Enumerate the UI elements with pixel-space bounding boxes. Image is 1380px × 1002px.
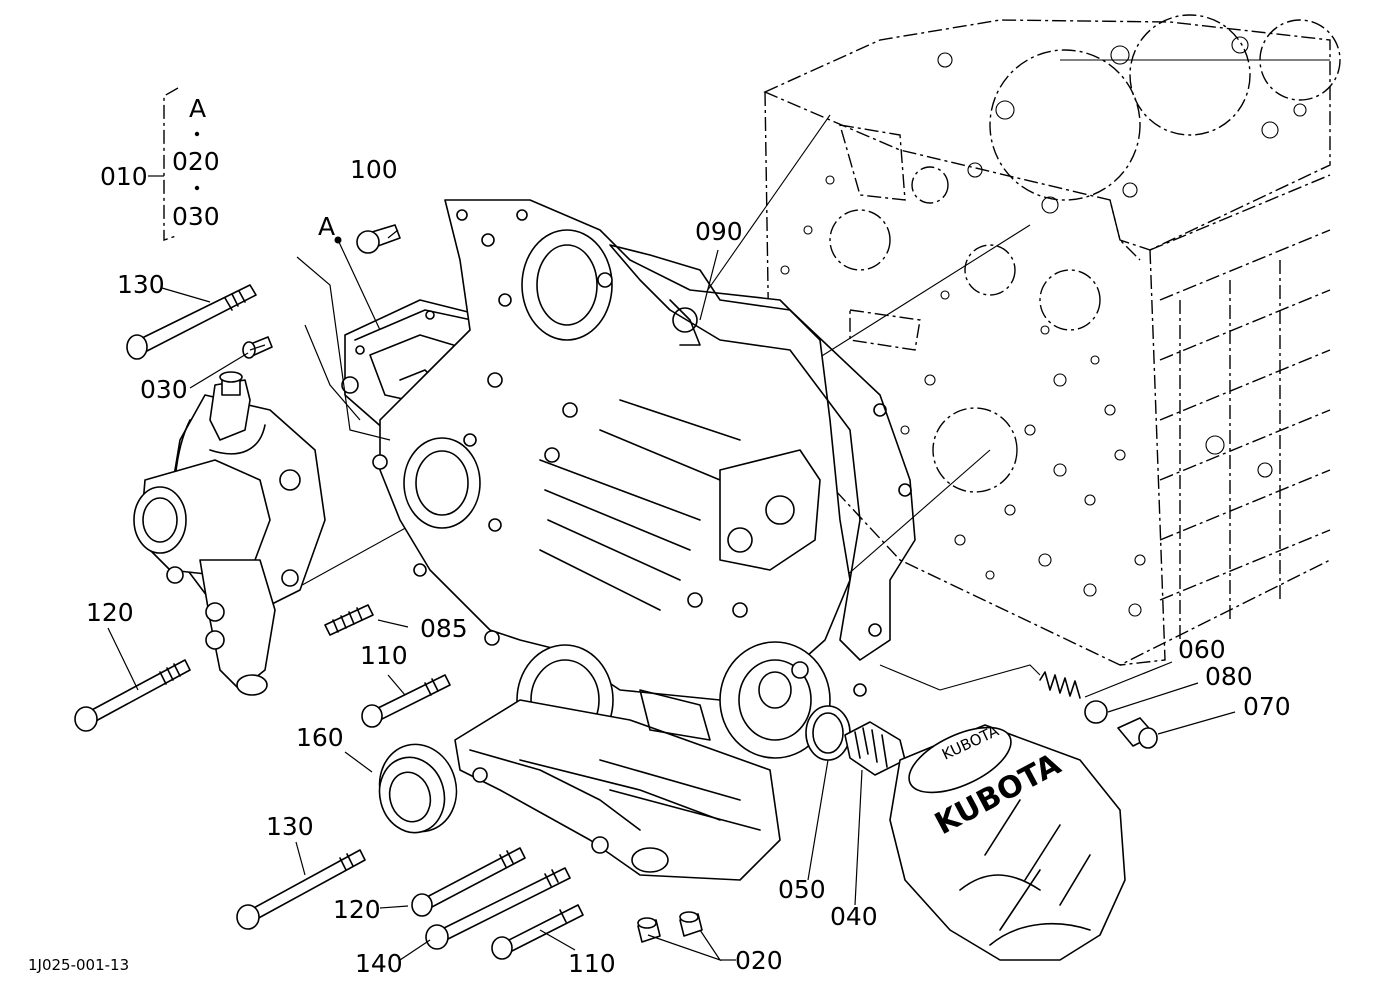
callout-120-left: 120 xyxy=(86,598,134,627)
callout-060: 060 xyxy=(1178,635,1226,664)
spring-060 xyxy=(1039,671,1081,699)
datum-A-dot xyxy=(334,236,342,244)
callout-130-top: 130 xyxy=(117,270,165,299)
bracket-010 xyxy=(148,87,200,241)
callout-085: 085 xyxy=(420,614,468,643)
callout-030-bracket: 030 xyxy=(172,202,220,231)
nipple-040 xyxy=(844,721,906,776)
plug-070 xyxy=(1117,717,1158,749)
callout-leaders xyxy=(107,229,1236,962)
bolt-110-bottom xyxy=(491,904,584,960)
ball-080 xyxy=(1084,700,1108,724)
callout-020: 020 xyxy=(735,946,783,975)
stud-085 xyxy=(324,604,374,636)
callout-labels: 010 A 020 030 100 A 090 130 030 120 085 … xyxy=(28,94,1291,978)
lower-cover xyxy=(454,689,781,881)
callout-160: 160 xyxy=(296,723,344,752)
bolt-130-top xyxy=(126,284,257,360)
gear-case xyxy=(372,199,867,759)
o-ring-050 xyxy=(805,705,851,761)
callout-130-bottom: 130 xyxy=(266,812,314,841)
bolt-120-left xyxy=(74,659,191,732)
callout-120-bottom: 120 xyxy=(333,895,381,924)
bolt-140 xyxy=(425,867,571,950)
callout-070: 070 xyxy=(1243,692,1291,721)
bolt-120-bottom xyxy=(411,847,526,917)
callout-110-mid: 110 xyxy=(360,641,408,670)
callout-020-bracket: 020 xyxy=(172,147,220,176)
bolt-130-bottom xyxy=(236,849,366,930)
callout-110-bottom: 110 xyxy=(568,949,616,978)
bolt-100 xyxy=(356,224,401,254)
callout-090: 090 xyxy=(695,217,743,246)
callout-080: 080 xyxy=(1205,662,1253,691)
relief-valve-parts xyxy=(1039,671,1158,749)
callout-A-bracket: A xyxy=(189,94,206,123)
callout-010: 010 xyxy=(100,162,148,191)
figure-code: 1J025-001-13 xyxy=(28,956,129,974)
callout-030: 030 xyxy=(140,375,188,404)
oil-filter: KUBOTA KUBOTA xyxy=(889,721,1126,961)
callout-040: 040 xyxy=(830,902,878,931)
bolts xyxy=(74,224,703,960)
plugs-020 xyxy=(637,911,703,943)
bolt-110-mid xyxy=(361,674,451,728)
engine-block xyxy=(763,14,1341,666)
water-pump xyxy=(133,371,326,696)
callout-100: 100 xyxy=(350,155,398,184)
callout-050: 050 xyxy=(778,875,826,904)
callout-140: 140 xyxy=(355,949,403,978)
oil-seal-160 xyxy=(378,743,458,834)
gasket-090 xyxy=(609,244,916,661)
callout-A: A xyxy=(318,212,335,241)
